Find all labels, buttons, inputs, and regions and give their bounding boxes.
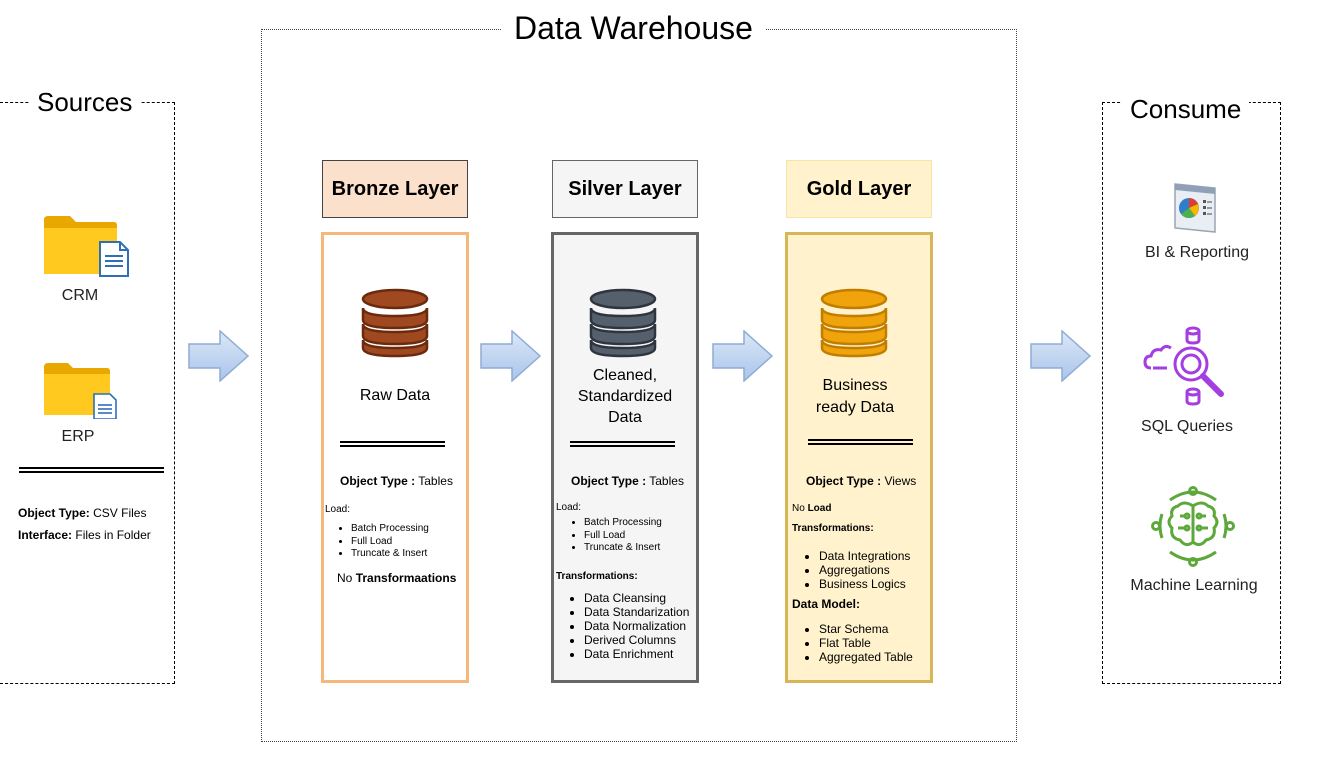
gold-transform-list: Data Integrations Aggregations Business …: [793, 549, 957, 591]
flow-arrow-icon: [1030, 330, 1092, 382]
gold-model-list: Star Schema Flat Table Aggregated Table: [793, 622, 957, 664]
list-item: Data Cleansing: [584, 591, 724, 605]
silver-load-label: Load:: [556, 502, 582, 513]
consume-title: Consume: [1122, 94, 1250, 124]
list-item: Data Integrations: [819, 549, 957, 563]
silver-transform-list: Data Cleansing Data Standarization Data …: [558, 591, 724, 661]
sources-object-type: Object Type: CSV Files: [18, 506, 147, 520]
bronze-load-label: Load:: [325, 504, 351, 515]
silver-layer-header: Silver Layer: [552, 160, 698, 218]
bronze-load-list: Batch Processing Full Load Truncate & In…: [325, 523, 491, 561]
list-item: Flat Table: [819, 636, 957, 650]
gold-description: Business ready Data: [815, 377, 895, 416]
database-icon: [820, 288, 888, 358]
list-item: Truncate & Insert: [351, 548, 491, 561]
bronze-no-transformations: No Transformaations: [337, 571, 457, 585]
bronze-description: Raw Data: [359, 387, 431, 404]
folder-document-icon: [44, 216, 129, 277]
warehouse-title: Data Warehouse: [502, 10, 765, 46]
bronze-object-type: Object Type : Tables: [340, 474, 453, 488]
list-item: Data Normalization: [584, 619, 724, 633]
silver-description: Cleaned, Standardized Data: [577, 367, 673, 426]
flow-arrow-icon: [712, 330, 774, 382]
silver-transform-label: Transformations:: [556, 571, 638, 582]
list-item: Data Enrichment: [584, 647, 724, 661]
divider: [570, 441, 675, 447]
list-item: Full Load: [584, 530, 722, 543]
source-erp-label: ERP: [61, 428, 95, 445]
gold-no-load: No Load: [792, 503, 832, 514]
consume-sql-label: SQL Queries: [1141, 418, 1233, 435]
list-item: Full Load: [351, 536, 491, 549]
list-item: Data Standarization: [584, 605, 724, 619]
silver-layer-body: [551, 232, 699, 683]
list-item: Aggregations: [819, 563, 957, 577]
divider: [19, 467, 164, 473]
divider: [808, 439, 913, 445]
report-chart-icon: [1174, 183, 1216, 233]
source-crm-label: CRM: [61, 287, 99, 304]
database-icon: [361, 288, 429, 358]
silver-load-list: Batch Processing Full Load Truncate & In…: [558, 517, 722, 555]
list-item: Batch Processing: [584, 517, 722, 530]
flow-arrow-icon: [188, 330, 250, 382]
gold-model-label: Data Model:: [792, 597, 861, 611]
silver-object-type: Object Type : Tables: [571, 474, 684, 488]
gold-transform-label: Transformations:: [792, 523, 874, 534]
divider: [340, 441, 445, 447]
list-item: Aggregated Table: [819, 650, 957, 664]
folder-document-icon: [44, 363, 117, 419]
consume-bi-label: BI & Reporting: [1144, 244, 1250, 261]
gold-layer-header: Gold Layer: [786, 160, 932, 218]
search-database-icon: [1143, 326, 1224, 406]
consume-ml-label: Machine Learning: [1130, 577, 1258, 594]
list-item: Derived Columns: [584, 633, 724, 647]
gold-object-type: Object Type : Views: [806, 474, 917, 488]
sources-interface: Interface: Files in Folder: [18, 528, 151, 542]
list-item: Batch Processing: [351, 523, 491, 536]
list-item: Star Schema: [819, 622, 957, 636]
brain-ai-icon: [1151, 486, 1235, 567]
sources-title: Sources: [29, 87, 141, 117]
flow-arrow-icon: [480, 330, 542, 382]
list-item: Truncate & Insert: [584, 542, 722, 555]
bronze-layer-header: Bronze Layer: [322, 160, 468, 218]
list-item: Business Logics: [819, 577, 957, 591]
database-icon: [589, 288, 657, 358]
